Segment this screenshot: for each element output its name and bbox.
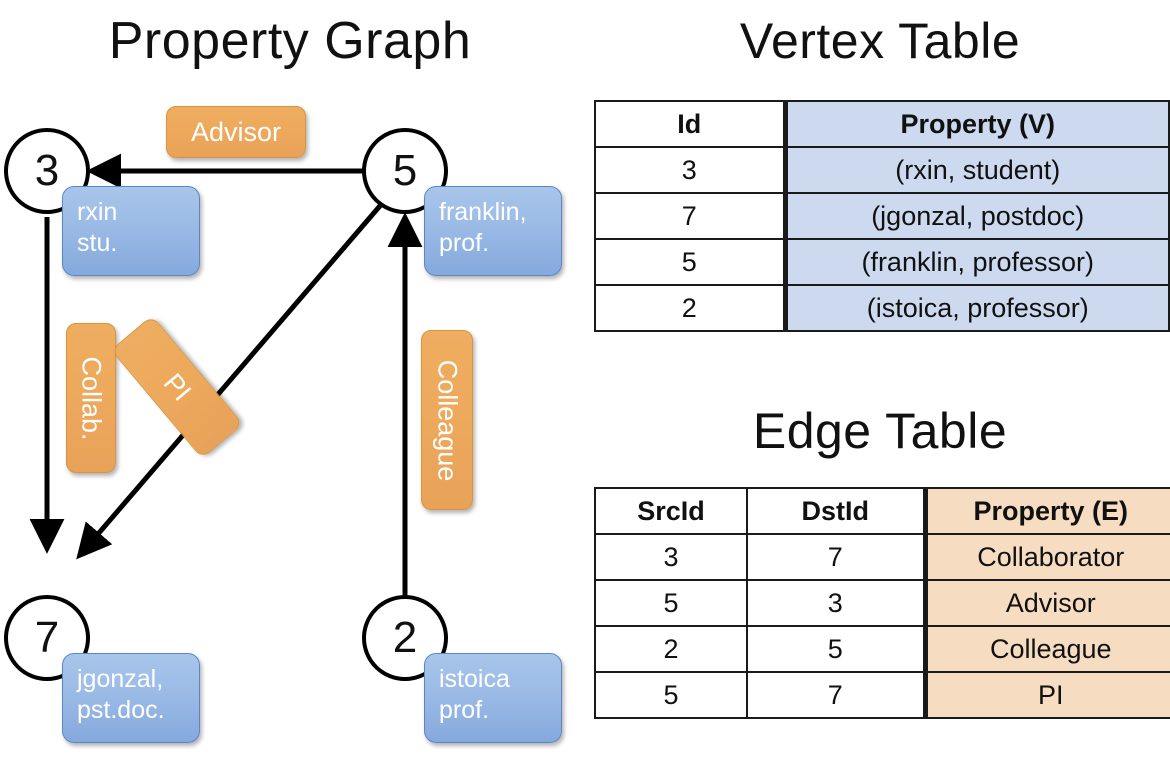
page-title-edge-table: Edge Table: [752, 403, 1008, 459]
graph-node-3-label: 3: [34, 146, 60, 195]
vertex-table: Id Property (V) 3 (rxin, student) 7 (jgo…: [594, 100, 1170, 332]
edge-row-0-dst: 7: [746, 533, 926, 581]
edge-label-collab-text: Collab.: [76, 355, 107, 441]
vertex-table-header-property: Property (V): [782, 100, 1170, 148]
vertex-table-header-id: Id: [594, 100, 786, 148]
edge-label-advisor-text: Advisor: [190, 116, 282, 147]
table-row: 2 (istoica, professor): [594, 284, 1170, 332]
edge-row-2-property: Colleague: [922, 625, 1170, 673]
graph-node-5-label: 5: [392, 146, 418, 195]
graph-node-7-property: jgonzal, pst.doc.: [62, 653, 200, 743]
vertex-table-header-row: Id Property (V): [594, 100, 1170, 148]
edge-label-colleague: Colleague: [421, 330, 473, 510]
edge-label-collab: Collab.: [66, 323, 116, 473]
edge-row-1-property: Advisor: [922, 579, 1170, 627]
edge-label-advisor: Advisor: [166, 106, 306, 158]
edge-table-header-property: Property (E): [922, 487, 1170, 535]
edge-row-0-property: Collaborator: [922, 533, 1170, 581]
vertex-row-1-id: 7: [594, 192, 786, 240]
graph-node-3-property: rxin stu.: [62, 186, 200, 276]
edge-label-colleague-text: Colleague: [432, 359, 463, 481]
edge-table-header-srcid: SrcId: [594, 487, 748, 535]
vertex-row-0-property: (rxin, student): [782, 146, 1170, 194]
table-row: 7 (jgonzal, postdoc): [594, 192, 1170, 240]
edge-row-0-src: 3: [594, 533, 748, 581]
graph-edges-svg: [29, 153, 423, 600]
graph-node-3[interactable]: 3: [4, 128, 90, 214]
edge-row-3-src: 5: [594, 671, 748, 719]
page-title-property-graph: Property Graph: [108, 12, 472, 70]
graph-node-5[interactable]: 5: [362, 128, 448, 214]
vertex-row-3-id: 2: [594, 284, 786, 332]
vertex-row-3-property: (istoica, professor): [782, 284, 1170, 332]
edge-row-3-property: PI: [922, 671, 1170, 719]
edge-row-1-dst: 3: [746, 579, 926, 627]
edge-table-header-row: SrcId DstId Property (E): [594, 487, 1170, 535]
graph-node-2-label: 2: [392, 613, 418, 662]
edge-table: SrcId DstId Property (E) 3 7 Collaborato…: [594, 487, 1170, 719]
table-row: 3 (rxin, student): [594, 146, 1170, 194]
table-row: 5 (franklin, professor): [594, 238, 1170, 286]
graph-node-2-property: istoica prof.: [424, 653, 562, 743]
vertex-row-0-id: 3: [594, 146, 786, 194]
edge-row-2-src: 2: [594, 625, 748, 673]
table-row: 5 3 Advisor: [594, 579, 1170, 627]
edge-row-3-dst: 7: [746, 671, 926, 719]
edge-table-header-dstid: DstId: [746, 487, 926, 535]
page-title-vertex-table: Vertex Table: [739, 13, 1021, 69]
vertex-row-2-id: 5: [594, 238, 786, 286]
table-row: 2 5 Colleague: [594, 625, 1170, 673]
edge-row-1-src: 5: [594, 579, 748, 627]
property-graph-diagram: 3 5 7 2 rxin stu. franklin, prof. jgonza…: [0, 90, 585, 760]
graph-node-7-label: 7: [34, 613, 60, 662]
table-row: 5 7 PI: [594, 671, 1170, 719]
edge-label-pi-text: PI: [157, 367, 198, 407]
vertex-row-1-property: (jgonzal, postdoc): [782, 192, 1170, 240]
table-row: 3 7 Collaborator: [594, 533, 1170, 581]
edge-5-to-7: [76, 198, 387, 560]
graph-node-5-property: franklin, prof.: [424, 186, 562, 276]
edge-row-2-dst: 5: [746, 625, 926, 673]
vertex-row-2-property: (franklin, professor): [782, 238, 1170, 286]
